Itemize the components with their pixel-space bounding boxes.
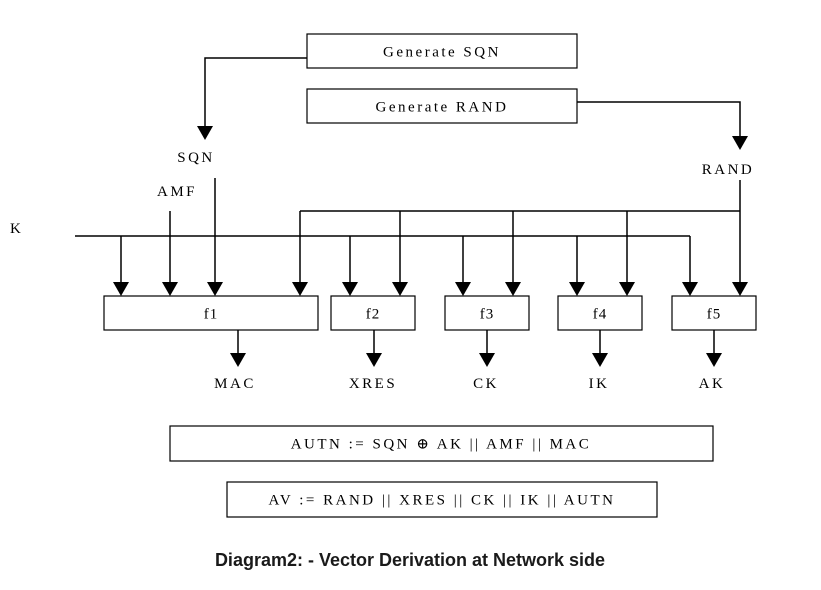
rand-arrowhead	[732, 136, 748, 150]
autn-formula-box	[169, 425, 714, 462]
arrowhead-rand-f1	[292, 282, 308, 296]
arrowhead-k-f3	[455, 282, 471, 296]
ck-arrowhead	[479, 353, 495, 367]
ik-label: IK	[589, 376, 610, 392]
amf-label: AMF	[157, 184, 197, 200]
generate-rand-label: Generate RAND	[376, 99, 509, 115]
arrowhead-rand-f5	[732, 282, 748, 296]
f1-label: f1	[204, 306, 219, 322]
arrowhead-amf-f1	[162, 282, 178, 296]
ak-arrowhead	[706, 353, 722, 367]
arrowhead-k-f5	[682, 282, 698, 296]
generate-sqn-box	[306, 33, 578, 69]
k-label: K	[10, 221, 23, 237]
f3-box	[444, 295, 530, 331]
f5-box	[671, 295, 757, 331]
arrowhead-rand-f4	[619, 282, 635, 296]
f4-label: f4	[593, 306, 608, 322]
ik-arrowhead	[592, 353, 608, 367]
xres-label: XRES	[349, 376, 397, 392]
f2-label: f2	[366, 306, 381, 322]
mac-arrowhead	[230, 353, 246, 367]
av-formula-label: AV := RAND || XRES || CK || IK || AUTN	[269, 492, 616, 508]
generate-rand-box	[306, 88, 578, 124]
autn-formula-label: AUTN := SQN ⊕ AK || AMF || MAC	[291, 436, 592, 452]
rand-label: RAND	[702, 162, 755, 178]
arrowhead-rand-f3	[505, 282, 521, 296]
rand-flow-line	[577, 101, 741, 138]
f2-box	[330, 295, 416, 331]
arrowhead-k-f1	[113, 282, 129, 296]
mac-label: MAC	[214, 376, 256, 392]
arrowhead-rand-f2	[392, 282, 408, 296]
f5-label: f5	[707, 306, 722, 322]
generate-sqn-label: Generate SQN	[383, 44, 501, 60]
av-formula-box	[226, 481, 658, 518]
sqn-label: SQN	[177, 150, 215, 166]
diagram-caption: Diagram2: - Vector Derivation at Network…	[215, 550, 605, 570]
ck-label: CK	[473, 376, 499, 392]
sqn-flow-line	[204, 57, 307, 128]
f1-box	[103, 295, 319, 331]
f4-box	[557, 295, 643, 331]
f3-label: f3	[480, 306, 495, 322]
arrowhead-k-f4	[569, 282, 585, 296]
ak-label: AK	[699, 376, 726, 392]
arrowhead-sqn-f1	[207, 282, 223, 296]
arrowhead-k-f2	[342, 282, 358, 296]
sqn-arrowhead	[197, 126, 213, 140]
xres-arrowhead	[366, 353, 382, 367]
